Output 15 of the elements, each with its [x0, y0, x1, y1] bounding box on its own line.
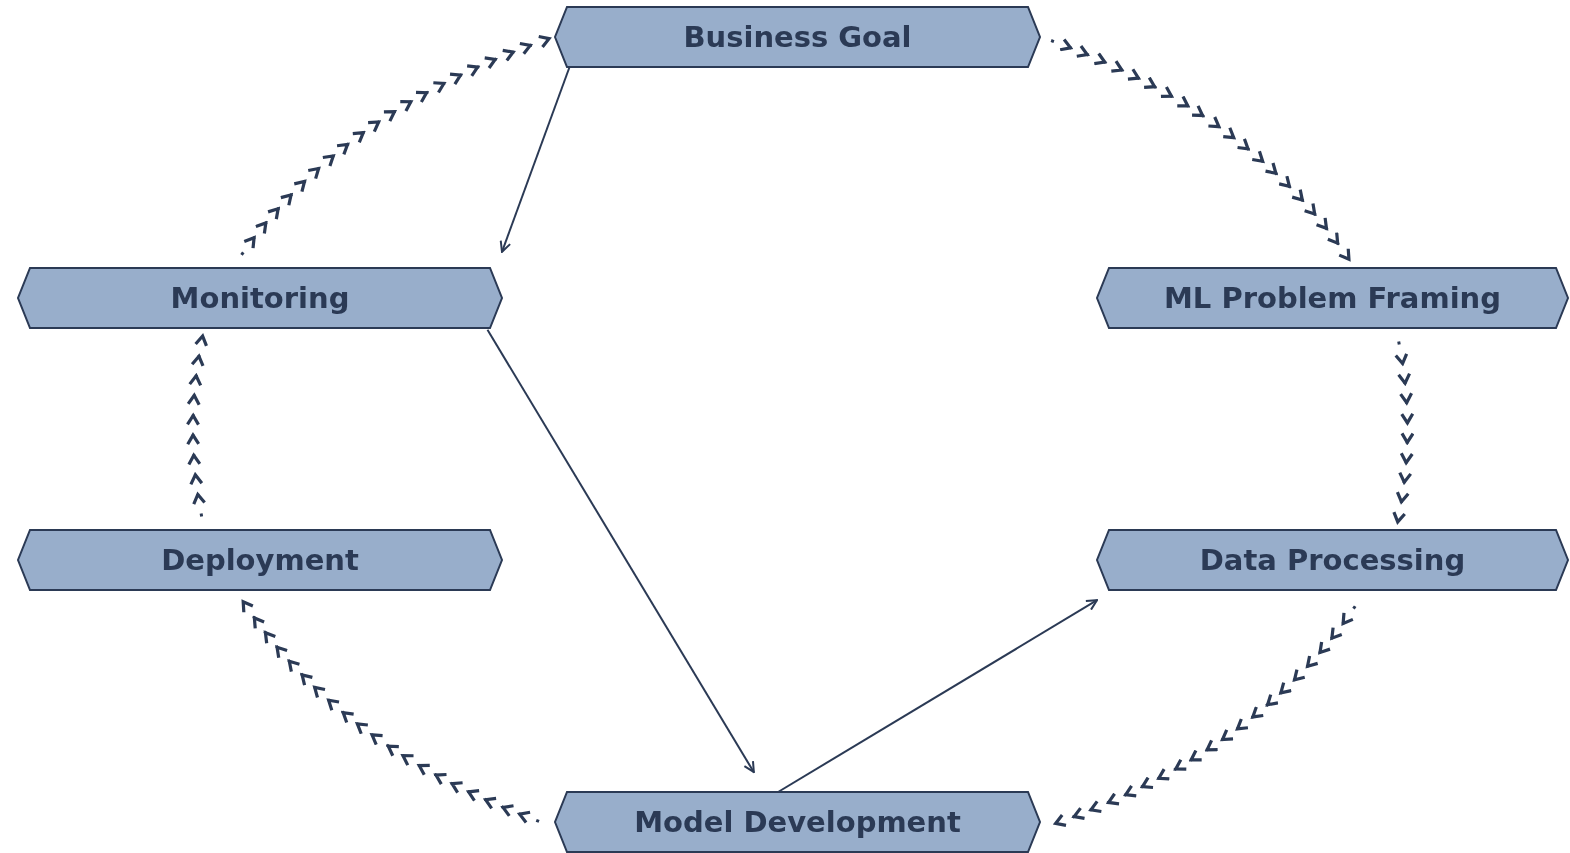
arrow [499, 66, 571, 253]
chevron-arrow-chain [1053, 604, 1358, 827]
node-label: Monitoring [170, 281, 350, 315]
chevron-arrow-chain [239, 35, 552, 257]
chevron-arrow-chain [186, 333, 208, 519]
node-label: Deployment [161, 543, 359, 577]
chevron-arrow-chain [1392, 339, 1414, 525]
node-label: Data Processing [1199, 543, 1466, 577]
arrow [486, 328, 755, 774]
node-label: Business Goal [683, 20, 912, 54]
chevron-arrow-chain [1049, 38, 1351, 262]
node-label: Model Development [634, 805, 961, 839]
arrow [777, 599, 1098, 793]
node-label: ML Problem Framing [1164, 281, 1501, 315]
chevron-arrow-chain [241, 599, 541, 824]
